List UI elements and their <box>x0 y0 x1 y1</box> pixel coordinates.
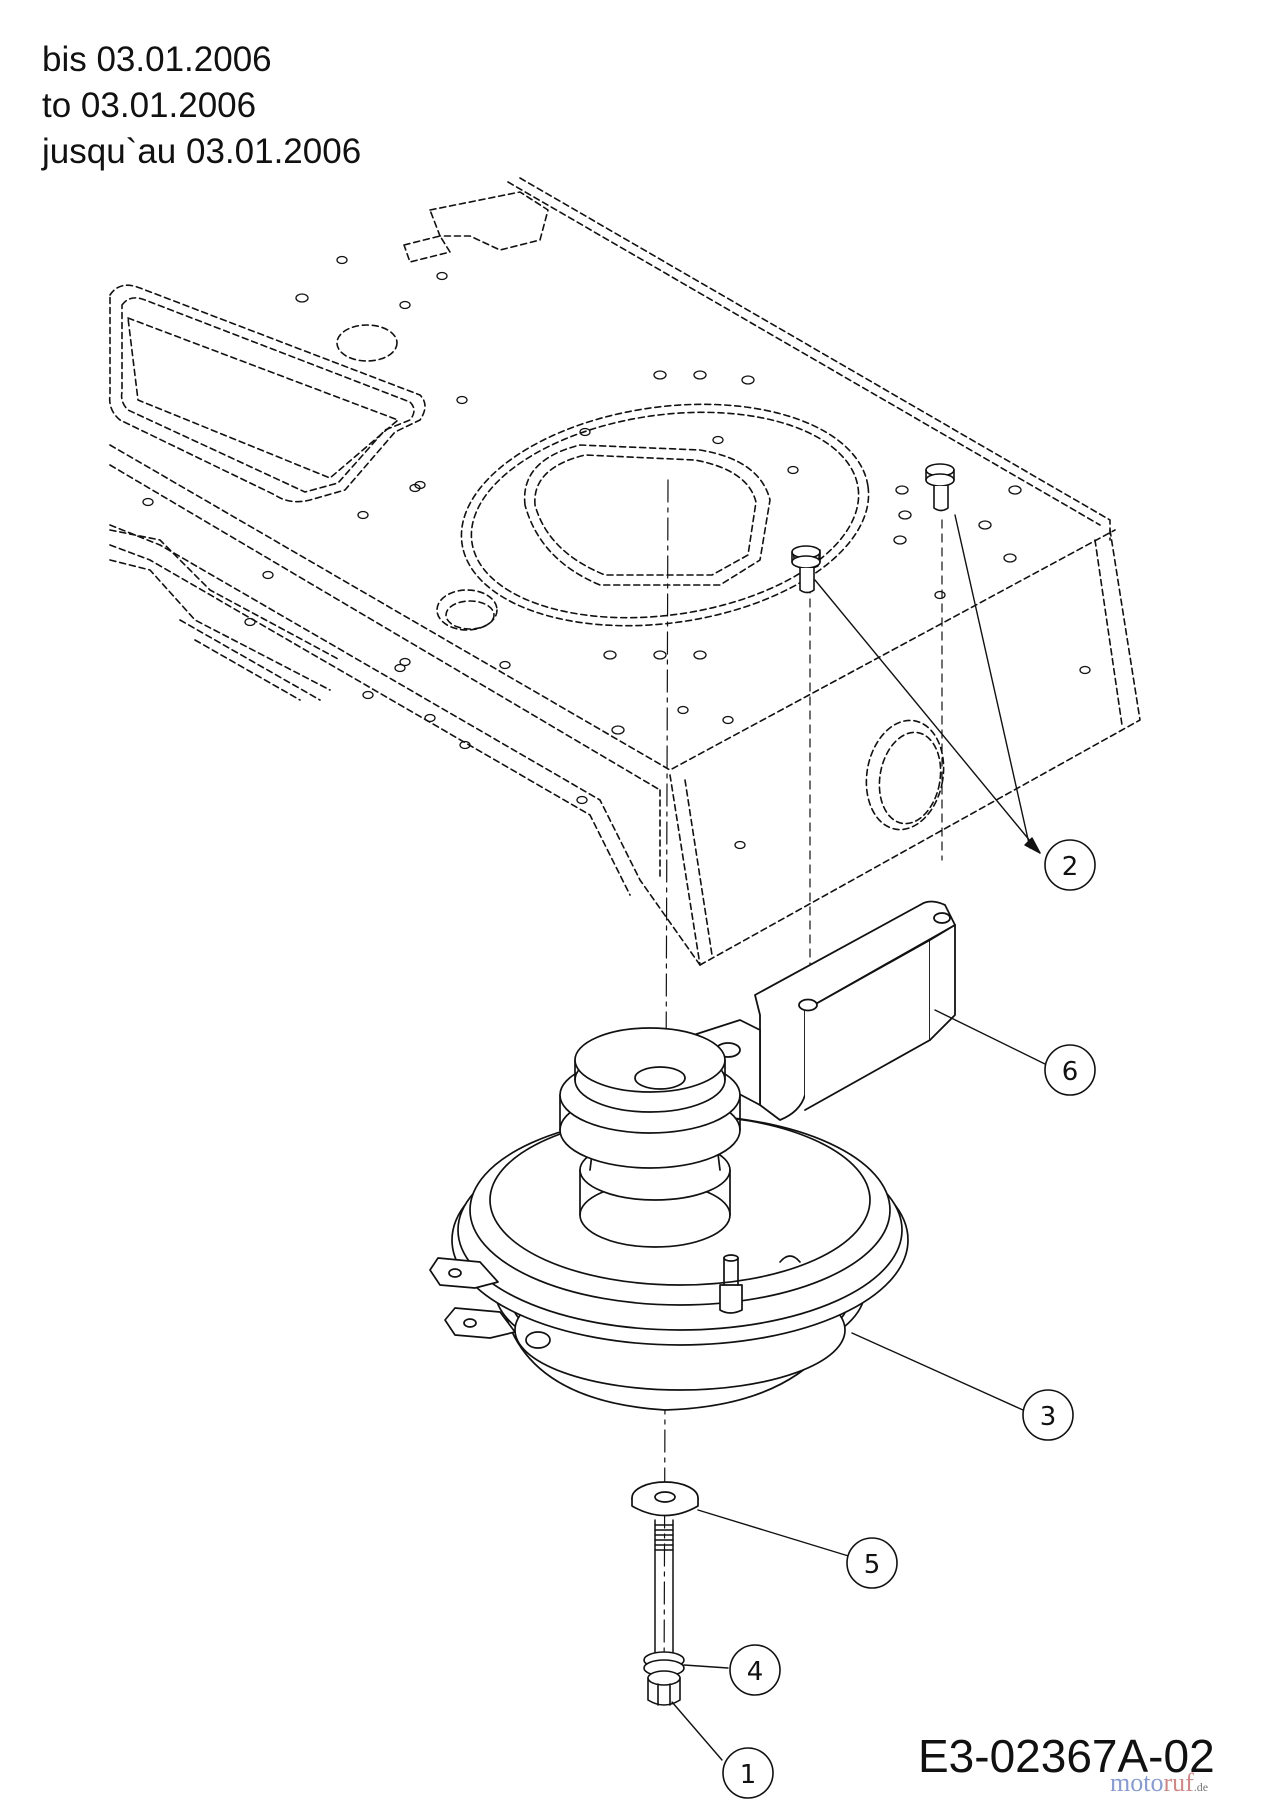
callout-1: 1 <box>722 1747 774 1799</box>
frame-holes <box>142 255 1091 850</box>
leader-lines <box>671 514 1048 1761</box>
mounting-bolt-right <box>925 463 955 512</box>
validity-date-en: to 03.01.2006 <box>42 86 257 125</box>
callout-number: 3 <box>1040 1402 1057 1432</box>
chassis-frame <box>108 177 1141 966</box>
bolt-shaft <box>654 1519 674 1661</box>
callout-number: 4 <box>747 1657 764 1687</box>
bolt-head-nut <box>647 1670 681 1706</box>
validity-date-fr: jusqu`au 03.01.2006 <box>42 132 362 171</box>
callout-4: 4 <box>729 1644 781 1696</box>
callout-3: 3 <box>1022 1389 1074 1441</box>
callout-number: 1 <box>740 1760 757 1790</box>
watermark: motoruf.de <box>1110 1770 1208 1796</box>
watermark-part: .de <box>1193 1780 1209 1794</box>
washer <box>631 1481 699 1517</box>
mounting-bolt-left <box>791 545 821 594</box>
drawing-code: E3-02367A-02 <box>918 1730 1215 1782</box>
callout-5: 5 <box>846 1537 898 1589</box>
watermark-part: moto <box>1110 1768 1164 1797</box>
callout-number: 2 <box>1062 852 1079 882</box>
callout-number: 5 <box>864 1550 881 1580</box>
callout-6: 6 <box>1044 1044 1096 1096</box>
callout-number: 6 <box>1062 1057 1079 1087</box>
validity-date-de: bis 03.01.2006 <box>42 40 272 79</box>
bolt-drop-lines <box>809 519 943 1001</box>
electric-pto-clutch <box>429 1027 909 1411</box>
watermark-part: ruf <box>1163 1768 1194 1797</box>
callout-2: 2 <box>1044 839 1096 891</box>
